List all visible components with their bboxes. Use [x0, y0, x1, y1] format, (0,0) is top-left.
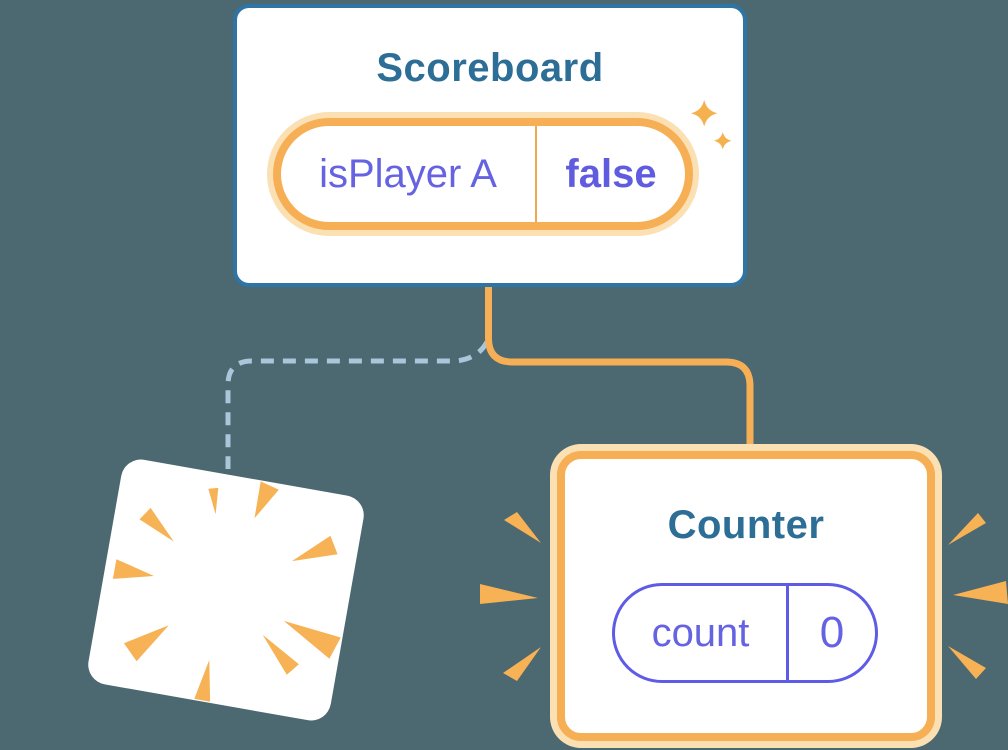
pill-divider [535, 126, 537, 222]
state-key-label: count [651, 610, 750, 655]
state-value-label: false [565, 151, 657, 196]
dashed-connector-line [225, 340, 490, 469]
scoreboard-title: Scoreboard [376, 46, 604, 90]
counter-title: Counter [667, 503, 825, 547]
state-key-label: isPlayer A [319, 151, 497, 196]
pill-divider [786, 586, 789, 680]
state-value-label: 0 [819, 608, 845, 657]
removed-component-card [85, 456, 367, 724]
scoreboard-component-card: Scoreboard isPlayer A false [233, 4, 747, 287]
counter-component-card: Counter count 0 [557, 451, 935, 741]
scoreboard-state-pill: isPlayer A false [273, 118, 693, 230]
counter-state-pill: count 0 [612, 583, 878, 683]
solid-connector-line [485, 285, 754, 455]
